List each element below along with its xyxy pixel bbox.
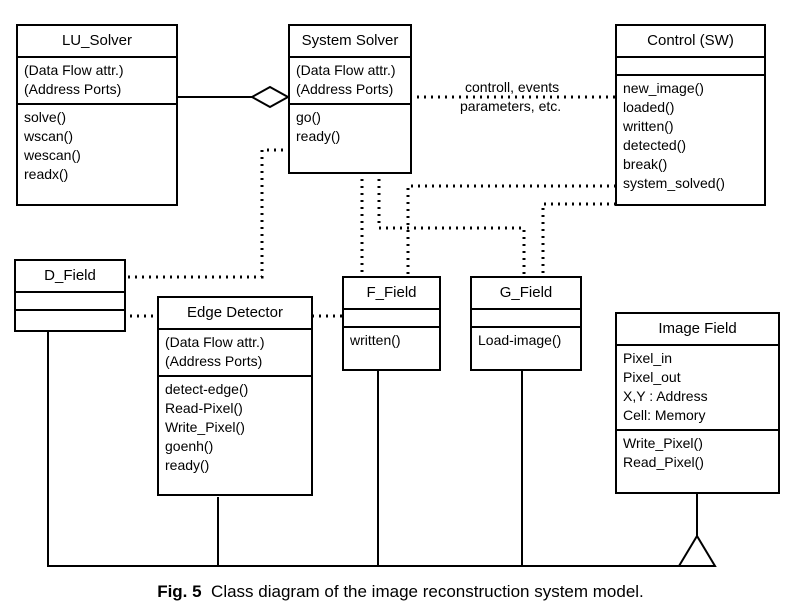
class-methods — [16, 311, 124, 327]
figure-caption: Fig. 5 Class diagram of the image recons… — [0, 582, 801, 602]
method-item: written() — [623, 118, 674, 134]
attribute-item: (Address Ports) — [165, 353, 263, 369]
dependency-control-gfield — [541, 202, 616, 278]
method-item: Read_Pixel() — [623, 454, 704, 470]
class-attributes — [472, 310, 580, 328]
class-name: Image Field — [617, 314, 778, 346]
method-item: break() — [623, 156, 668, 172]
figure-label: Fig. 5 — [157, 582, 202, 601]
class-name: LU_Solver — [18, 26, 176, 58]
class-methods: detect-edge() Read-Pixel() Write_Pixel()… — [159, 377, 311, 479]
dependency-dfield-system — [128, 148, 290, 279]
class-name: System Solver — [290, 26, 410, 58]
class-methods: Load-image() — [472, 328, 580, 354]
class-name: Edge Detector — [159, 298, 311, 330]
class-methods: go() ready() — [290, 105, 410, 150]
attribute-item: Pixel_out — [623, 369, 681, 385]
attribute-item: (Data Flow attr.) — [165, 334, 265, 350]
inheritance-line — [47, 331, 700, 567]
connector-label-line2: parameters, etc. — [460, 98, 562, 114]
class-attributes: (Data Flow attr.) (Address Ports) — [290, 58, 410, 105]
class-name: G_Field — [472, 278, 580, 310]
class-methods: solve() wscan() wescan() readx() — [18, 105, 176, 188]
method-item: ready() — [165, 457, 210, 473]
method-item: wscan() — [24, 128, 74, 144]
attribute-item: Cell: Memory — [623, 407, 706, 423]
class-methods: written() — [344, 328, 439, 354]
class-edge-detector[interactable]: Edge Detector (Data Flow attr.) (Address… — [157, 296, 313, 496]
class-attributes: Pixel_in Pixel_out X,Y : Address Cell: M… — [617, 346, 778, 431]
class-methods: new_image() loaded() written() detected(… — [617, 76, 764, 197]
class-attributes: (Data Flow attr.) (Address Ports) — [159, 330, 311, 377]
inheritance-triangle — [677, 534, 717, 567]
aggregation-diamond — [249, 85, 291, 109]
class-attributes — [16, 293, 124, 311]
method-item: Write_Pixel() — [623, 435, 703, 451]
method-item: ready() — [296, 128, 341, 144]
method-item: detected() — [623, 137, 687, 153]
caption-text: Class diagram of the image reconstructio… — [211, 582, 644, 601]
method-item: wescan() — [24, 147, 81, 163]
class-control[interactable]: Control (SW) new_image() loaded() writte… — [615, 24, 766, 206]
method-item: new_image() — [623, 80, 704, 96]
connector-label-line1: controll, events — [465, 79, 560, 95]
method-item: goenh() — [165, 438, 214, 454]
method-item: go() — [296, 109, 321, 125]
attribute-item: (Data Flow attr.) — [296, 62, 396, 78]
class-name: Control (SW) — [617, 26, 764, 58]
method-item: detect-edge() — [165, 381, 249, 397]
class-attributes — [617, 58, 764, 76]
attribute-item: X,Y : Address — [623, 388, 708, 404]
class-f-field[interactable]: F_Field written() — [342, 276, 441, 371]
class-g-field[interactable]: G_Field Load-image() — [470, 276, 582, 371]
method-item: solve() — [24, 109, 67, 125]
method-item: loaded() — [623, 99, 675, 115]
class-image-field[interactable]: Image Field Pixel_in Pixel_out X,Y : Add… — [615, 312, 780, 494]
class-attributes: (Data Flow attr.) (Address Ports) — [18, 58, 176, 105]
class-methods: Write_Pixel() Read_Pixel() — [617, 431, 778, 476]
attribute-item: Pixel_in — [623, 350, 673, 366]
class-d-field[interactable]: D_Field — [14, 259, 126, 332]
method-item: readx() — [24, 166, 69, 182]
class-system-solver[interactable]: System Solver (Data Flow attr.) (Address… — [288, 24, 412, 174]
method-item: written() — [350, 332, 401, 348]
class-name: F_Field — [344, 278, 439, 310]
method-item: Read-Pixel() — [165, 400, 243, 416]
attribute-item: (Data Flow attr.) — [24, 62, 124, 78]
dependency-system-gfield — [377, 172, 526, 278]
class-attributes — [344, 310, 439, 328]
method-item: system_solved() — [623, 175, 725, 191]
class-lu-solver[interactable]: LU_Solver (Data Flow attr.) (Address Por… — [16, 24, 178, 206]
attribute-item: (Address Ports) — [24, 81, 122, 97]
class-name: D_Field — [16, 261, 124, 293]
dependency-control-ffield — [406, 184, 616, 278]
method-item: Write_Pixel() — [165, 419, 245, 435]
method-item: Load-image() — [478, 332, 562, 348]
attribute-item: (Address Ports) — [296, 81, 394, 97]
